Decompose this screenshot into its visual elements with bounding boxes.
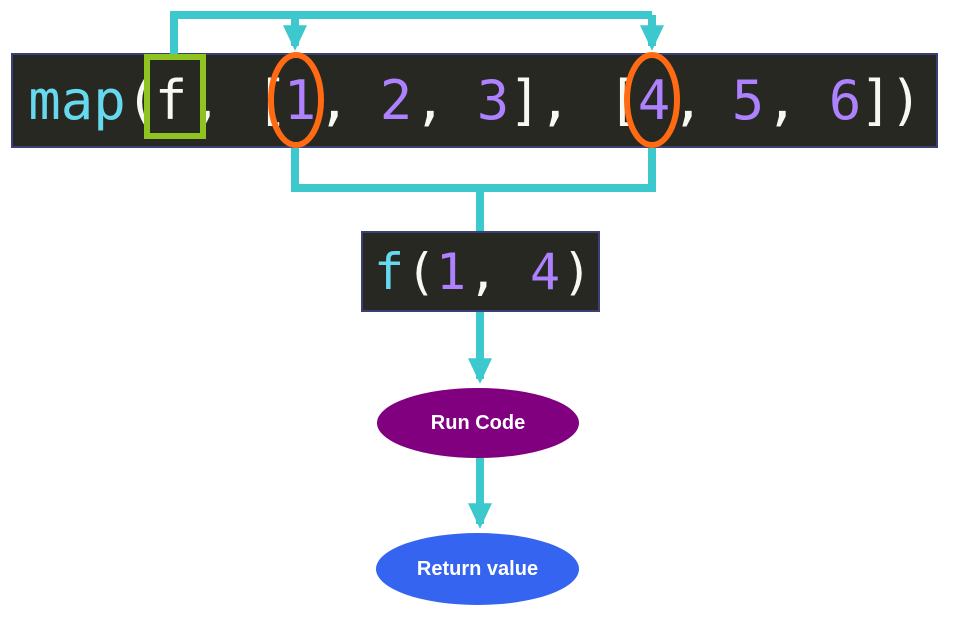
comma: , xyxy=(317,69,351,132)
list2-item-5: 5 xyxy=(731,69,765,132)
list1-item-1: 1 xyxy=(283,69,317,132)
return-value-node: Return value xyxy=(376,533,579,605)
call-comma: , xyxy=(467,242,499,301)
list1-item-3: 3 xyxy=(476,69,510,132)
return-value-label: Return value xyxy=(416,557,539,580)
comma: , xyxy=(671,69,705,132)
list2-item-6: 6 xyxy=(828,69,862,132)
call-open-paren: ( xyxy=(405,242,437,301)
call-arg-4: 4 xyxy=(529,242,561,301)
list1-item-2: 2 xyxy=(379,69,413,132)
close-paren: ) xyxy=(889,69,923,132)
comma: , xyxy=(538,69,572,132)
call-function-name: f xyxy=(373,242,405,301)
function-route-line xyxy=(170,11,652,57)
function-call-code-block: f ( 1 , 4 ) xyxy=(361,231,600,312)
comma: , xyxy=(189,69,223,132)
call-arg-1: 1 xyxy=(435,242,467,301)
map-call-code-block: map ( f , [ 1 , 2 , 3 ] , [ 4 , 5 , 6 ] … xyxy=(11,53,938,148)
list1-close-bracket: ] xyxy=(508,69,542,132)
run-code-node: Run Code xyxy=(377,388,579,458)
comma: , xyxy=(413,69,447,132)
map-keyword: map xyxy=(28,69,126,132)
list2-close-bracket: ] xyxy=(859,69,893,132)
list2-open-bracket: [ xyxy=(607,69,641,132)
call-close-paren: ) xyxy=(561,242,593,301)
function-arg-f: f xyxy=(154,69,188,132)
run-code-label: Run Code xyxy=(430,411,526,434)
list2-item-4: 4 xyxy=(637,69,671,132)
value-merge-line xyxy=(291,148,656,192)
comma: , xyxy=(765,69,799,132)
